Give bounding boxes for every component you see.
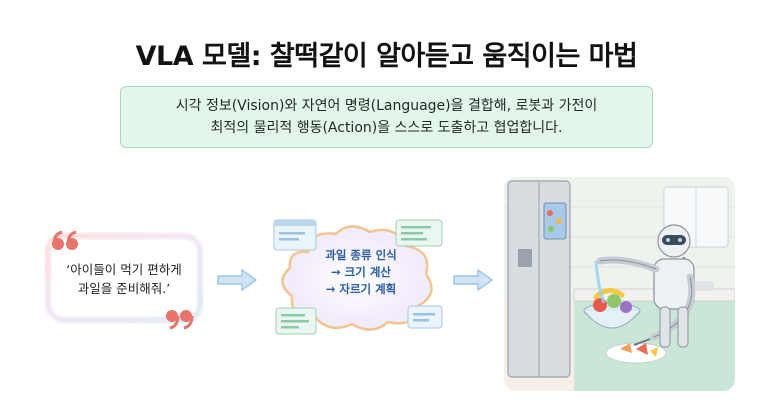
quote-open-icon [52, 230, 78, 250]
subtitle-box: 시각 정보(Vision)와 자연어 명령(Language)을 결합해, 로봇… [120, 86, 653, 148]
speech-line-1: ‘아이들이 먹기 편하게 [66, 262, 182, 277]
speech-line-2: 과일을 준비해줘.’ [77, 281, 171, 296]
thought-line-3: → 자르기 계획 [325, 282, 397, 296]
thought-text: 과일 종류 인식 → 크기 계산 → 자르기 계획 [302, 247, 420, 298]
speech-text: ‘아이들이 먹기 편하게 과일을 준비해줘.’ [44, 260, 204, 298]
robot-kitchen-illustration [504, 177, 735, 391]
quote-close-icon [166, 310, 194, 330]
arrow-right-icon [217, 269, 257, 291]
arrow-right-icon [453, 269, 493, 291]
thought-line-1: 과일 종류 인식 [325, 248, 397, 262]
page-title: VLA 모델: 찰떡같이 알아듣고 움직이는 마법 [135, 41, 638, 72]
thought-line-2: → 크기 계산 [331, 265, 391, 279]
subtitle-line-1: 시각 정보(Vision)와 자연어 명령(Language)을 결합해, 로봇… [175, 98, 598, 114]
thought-cloud [273, 219, 443, 335]
speech-bubble [44, 232, 204, 324]
subtitle-line-2: 최적의 물리적 행동(Action)을 스스로 도출하고 협업합니다. [210, 120, 563, 136]
